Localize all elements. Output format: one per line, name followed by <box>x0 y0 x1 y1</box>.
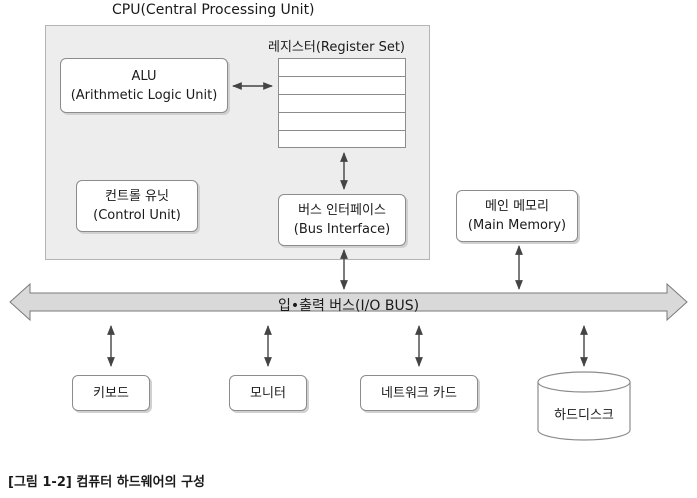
harddisk-label: 하드디스크 <box>554 408 614 423</box>
control-unit-label: 컨트롤 유닛 <box>105 189 169 204</box>
main-memory-full-label: (Main Memory) <box>467 218 567 233</box>
register-row <box>279 113 405 131</box>
alu-full-label: (Arithmetic Logic Unit) <box>70 87 218 103</box>
register-row <box>279 95 405 113</box>
alu-label: ALU <box>131 68 157 84</box>
register-row <box>279 77 405 95</box>
keyboard-label: 키보드 <box>93 385 129 401</box>
control-unit-full-label: (Control Unit) <box>93 208 181 223</box>
harddisk-cylinder <box>537 371 631 441</box>
io-bus-arrow <box>9 282 688 322</box>
bus-interface-box: 버스 인터페이스 (Bus Interface) <box>278 194 406 246</box>
register-row <box>279 59 405 77</box>
monitor-box: 모니터 <box>229 375 307 411</box>
io-bus-label: 입•출력 버스(I/O BUS) <box>277 298 420 314</box>
network-card-box: 네트워크 카드 <box>360 375 478 411</box>
register-set <box>278 58 406 148</box>
monitor-label: 모니터 <box>250 385 286 401</box>
keyboard-box: 키보드 <box>72 375 150 411</box>
cpu-title: CPU(Central Processing Unit) <box>112 2 315 18</box>
control-unit-box: 컨트롤 유닛 (Control Unit) <box>76 180 198 232</box>
main-memory-label: 메인 메모리 <box>485 199 549 214</box>
bus-interface-full-label: (Bus Interface) <box>293 222 391 237</box>
network-card-label: 네트워크 카드 <box>381 385 457 401</box>
register-set-label: 레지스터(Register Set) <box>268 40 405 55</box>
main-memory-box: 메인 메모리 (Main Memory) <box>456 190 578 242</box>
alu-box: ALU (Arithmetic Logic Unit) <box>60 58 228 113</box>
bus-interface-label: 버스 인터페이스 <box>298 203 386 218</box>
figure-caption: [그림 1-2] 컴퓨터 하드웨어의 구성 <box>8 475 205 490</box>
